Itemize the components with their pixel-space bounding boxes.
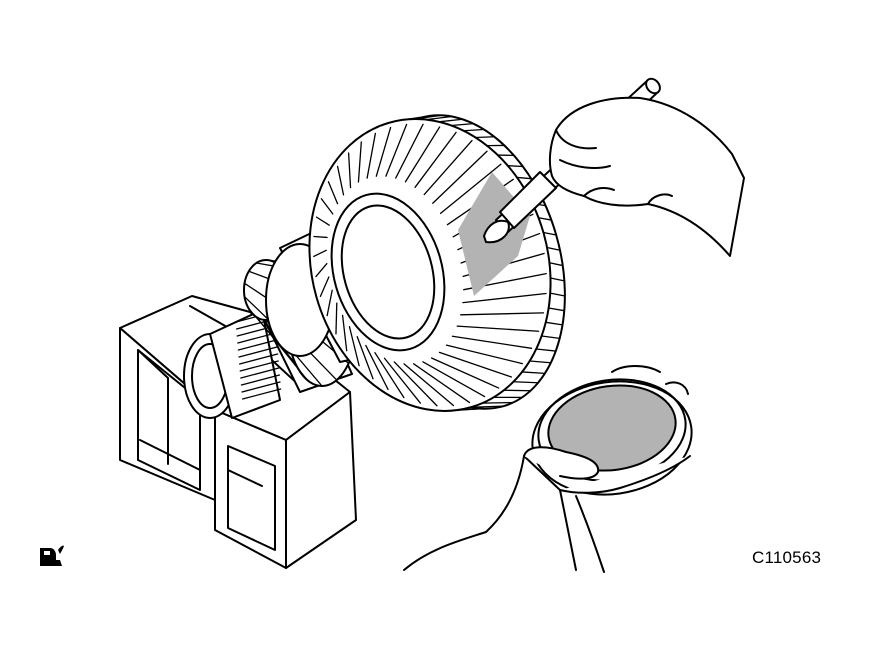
grease-surface <box>547 384 677 472</box>
v-block-stand <box>119 295 357 569</box>
hand-with-brush <box>483 77 745 257</box>
hand-with-grease-dish <box>403 365 693 573</box>
ring-gear <box>308 114 566 412</box>
figure-code: C110563 <box>752 548 822 567</box>
shaft-spline <box>183 309 282 419</box>
grease-icon <box>40 545 64 566</box>
